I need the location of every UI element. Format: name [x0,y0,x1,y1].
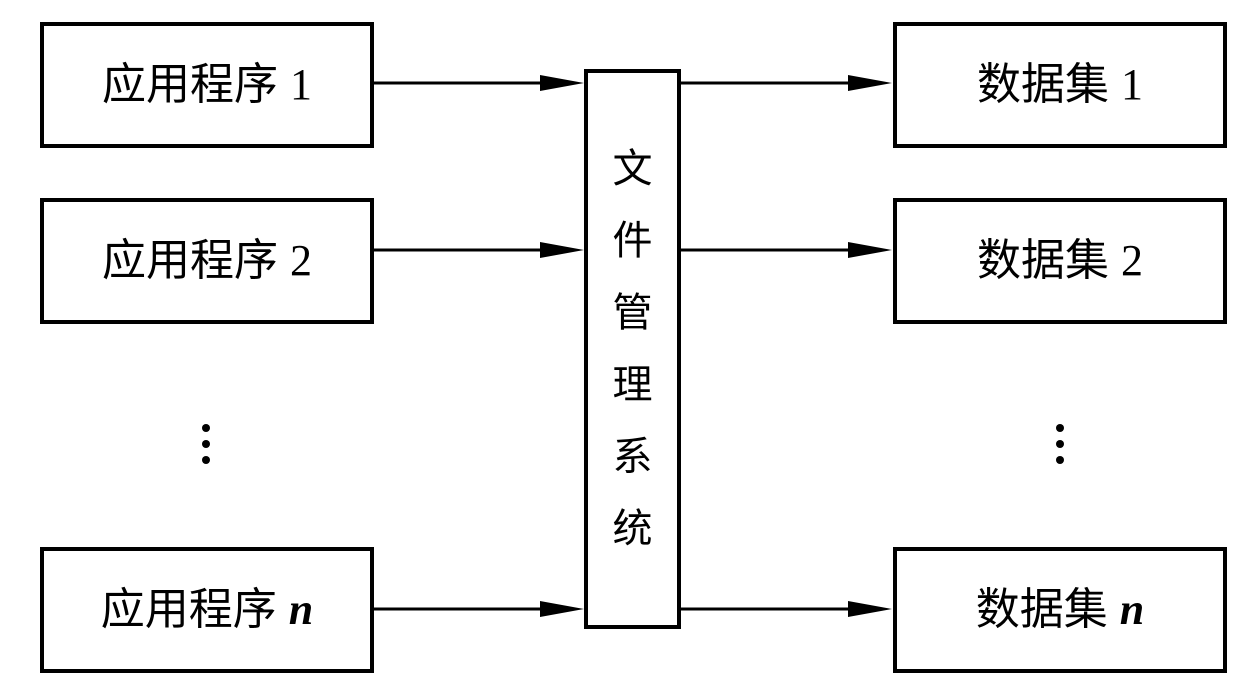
application-box-1: 应用程序 1 [40,22,374,148]
application-index: n [288,585,314,634]
application-box-2: 应用程序 2 [40,198,374,324]
application-box-n: 应用程序 n [40,547,374,673]
file-management-system-label: 文件管理系统 [612,146,653,551]
ellipsis-applications [202,424,210,464]
dataset-index: 2 [1121,236,1143,285]
dataset-index: 1 [1121,60,1143,109]
ellipsis-dot [202,424,210,432]
application-index: 1 [290,60,312,109]
ellipsis-datasets [1056,424,1064,464]
dataset-label: 数据集 [975,585,1108,634]
ellipsis-dot [1056,440,1064,448]
dataset-box-2: 数据集 2 [893,198,1227,324]
application-label: 应用程序 [102,60,278,109]
arrow-file-system-to-dataset-n [681,601,892,617]
ellipsis-dot [202,440,210,448]
application-index: 2 [290,236,312,285]
dataset-label: 数据集 [977,236,1109,285]
application-label: 应用程序 [100,585,277,634]
dataset-label: 数据集 [977,60,1109,109]
dataset-box-n: 数据集 n [893,547,1227,673]
arrow-file-system-to-dataset-1 [681,75,892,91]
dataset-box-1: 数据集 1 [893,22,1227,148]
arrow-app-2-to-file-system [374,242,584,258]
application-label: 应用程序 [102,236,278,285]
dataset-index: n [1119,585,1145,634]
arrow-file-system-to-dataset-2 [681,242,892,258]
arrow-app-n-to-file-system [374,601,584,617]
ellipsis-dot [202,456,210,464]
arrow-app-1-to-file-system [374,75,584,91]
ellipsis-dot [1056,424,1064,432]
ellipsis-dot [1056,456,1064,464]
file-management-system-box: 文件管理系统 [584,69,681,629]
